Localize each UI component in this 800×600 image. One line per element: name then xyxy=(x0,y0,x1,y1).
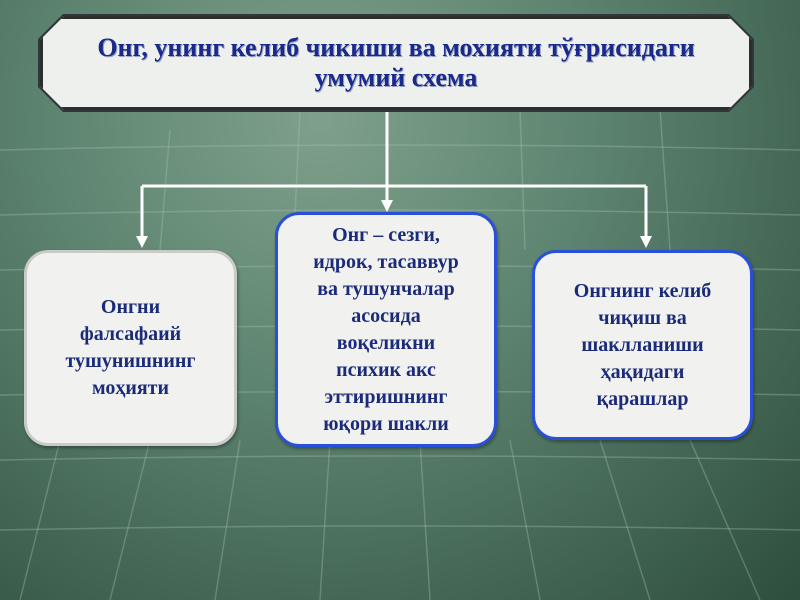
box-origin-views: Онгнинг келиб чиқиш ва шаклланиши ҳақида… xyxy=(532,250,753,440)
box-left-text: Онгни фалсафаий тушунишнинг моҳияти xyxy=(65,296,196,399)
box-definition: Онг – сезги, идрок, тасаввур ва тушунчал… xyxy=(275,212,497,447)
diagram-title: Онг, унинг келиб чикиши ва мохияти тўғри… xyxy=(97,33,695,92)
box-center-text: Онг – сезги, идрок, тасаввур ва тушунчал… xyxy=(313,223,459,435)
box-right-text: Онгнинг келиб чиқиш ва шаклланиши ҳақида… xyxy=(573,279,712,410)
box-philosophical-essence: Онгни фалсафаий тушунишнинг моҳияти xyxy=(24,250,237,446)
title-box: Онг, унинг келиб чикиши ва мохияти тўғри… xyxy=(40,16,752,110)
